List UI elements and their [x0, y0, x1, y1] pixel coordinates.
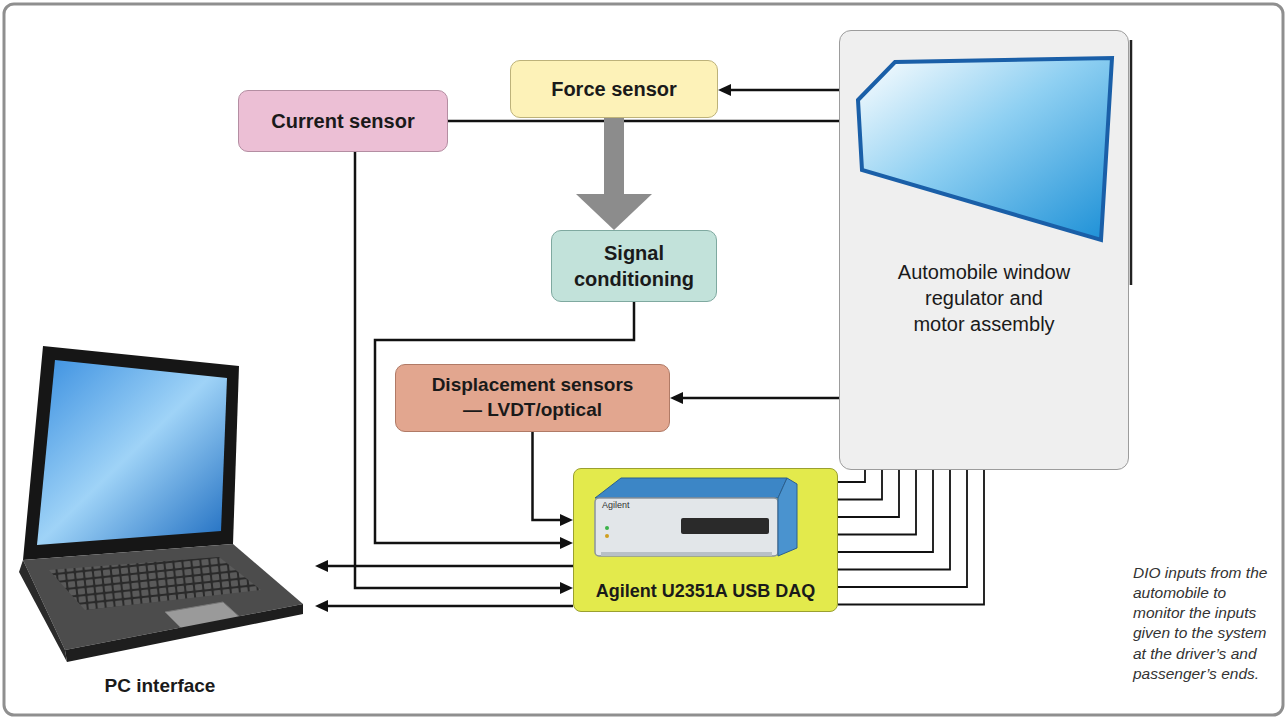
outer-frame — [4, 4, 1283, 715]
node-text: Current sensor — [271, 108, 414, 134]
dio-wire — [838, 470, 916, 535]
housing-edge — [1130, 40, 1133, 285]
sensor-box: Displacement sensors — LVDT/optical — [395, 364, 670, 432]
node-text: Signal conditioning — [562, 240, 706, 292]
assembly-panel: Automobile window regulator and motor as… — [839, 30, 1129, 470]
signal-wire — [683, 397, 839, 400]
node-text: Force sensor — [551, 76, 677, 102]
laptop-picture — [19, 346, 303, 662]
node-text: Automobile window regulator and motor as… — [870, 259, 1098, 337]
dio-wire — [838, 470, 865, 482]
signal-wire — [448, 120, 839, 123]
brand-mark: Agilent — [602, 501, 662, 511]
dio-wire — [838, 470, 967, 587]
dio-wire — [838, 470, 933, 552]
note-text: DIO inputs from the automobile to monito… — [1133, 563, 1278, 684]
signal-wire — [328, 605, 573, 608]
sensor-box: Force sensor — [510, 60, 718, 118]
dio-wire — [838, 470, 882, 500]
daq-device — [595, 478, 797, 556]
signal-wire — [328, 565, 573, 568]
dio-wire — [838, 470, 950, 570]
daq-box: Agilent U2351A USB DAQ — [573, 468, 838, 612]
process-box: Signal conditioning — [551, 230, 717, 302]
sensor-box: Current sensor — [238, 90, 448, 152]
window-glass — [858, 58, 1112, 240]
block-arrow — [604, 118, 624, 194]
pc-node: PC interface — [5, 338, 315, 708]
dio-wire — [838, 470, 984, 605]
node-text: Displacement sensors — LVDT/optical — [413, 373, 653, 422]
signal-wire — [731, 89, 839, 92]
signal-wire — [533, 432, 561, 520]
node-text: Agilent U2351A USB DAQ — [596, 580, 815, 603]
dio-wire — [838, 470, 899, 517]
node-text: PC interface — [105, 674, 216, 699]
